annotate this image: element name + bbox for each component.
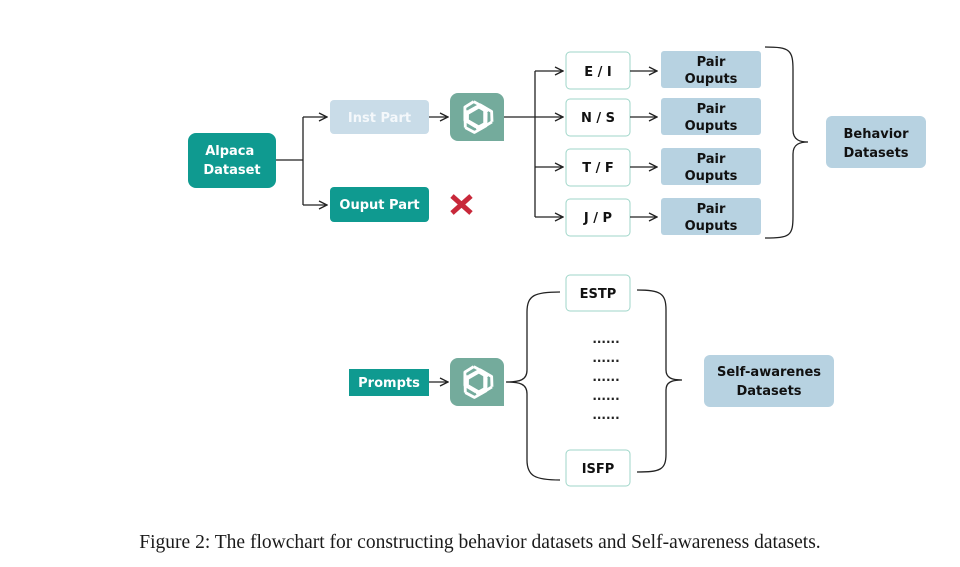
- openai-logo-icon-2: [450, 358, 504, 406]
- behavior-brace: [764, 46, 809, 239]
- dimension-jp-label: J / P: [583, 211, 612, 226]
- red-cross-icon: [450, 194, 473, 215]
- alpaca-dataset-label: Alpaca Dataset: [203, 144, 260, 178]
- dimension-ns-label: N / S: [581, 111, 615, 126]
- type-estp-node: ESTP: [565, 274, 631, 312]
- ellipsis-3: ......: [592, 370, 619, 384]
- ellipsis-5: ......: [592, 408, 619, 422]
- ellipsis-group: ...... ...... ...... ...... ......: [592, 332, 619, 422]
- inst-part-node: Inst Part: [330, 100, 429, 134]
- figure-caption: Figure 2: The flowchart for constructing…: [139, 532, 821, 553]
- output-part-label: Ouput Part: [339, 198, 419, 213]
- dimension-ns-node: N / S: [565, 98, 631, 137]
- types-left-brace: [505, 291, 561, 481]
- split-connectors: [276, 117, 327, 205]
- dimension-tf-label: T / F: [582, 161, 614, 176]
- inst-part-label: Inst Part: [348, 111, 411, 126]
- dimension-tf-node: T / F: [565, 148, 631, 187]
- ellipsis-1: ......: [592, 332, 619, 346]
- alpaca-dataset-node: Alpaca Dataset: [188, 133, 276, 188]
- ellipsis-2: ......: [592, 351, 619, 365]
- ellipsis-4: ......: [592, 389, 619, 403]
- dimension-to-pair-arrows: [630, 71, 657, 217]
- prompts-node: Prompts: [349, 369, 429, 396]
- type-isfp-node: ISFP: [565, 449, 631, 487]
- dimension-jp-node: J / P: [565, 198, 631, 237]
- types-right-brace: [636, 289, 683, 473]
- openai-logo-icon: [450, 93, 504, 141]
- output-part-node: Ouput Part: [330, 187, 429, 222]
- dimension-connectors: [504, 71, 563, 217]
- type-isfp-label: ISFP: [582, 462, 615, 477]
- dimension-ei-label: E / I: [584, 65, 612, 80]
- dimension-ei-node: E / I: [565, 51, 631, 90]
- type-estp-label: ESTP: [580, 287, 617, 302]
- prompts-label: Prompts: [358, 376, 420, 391]
